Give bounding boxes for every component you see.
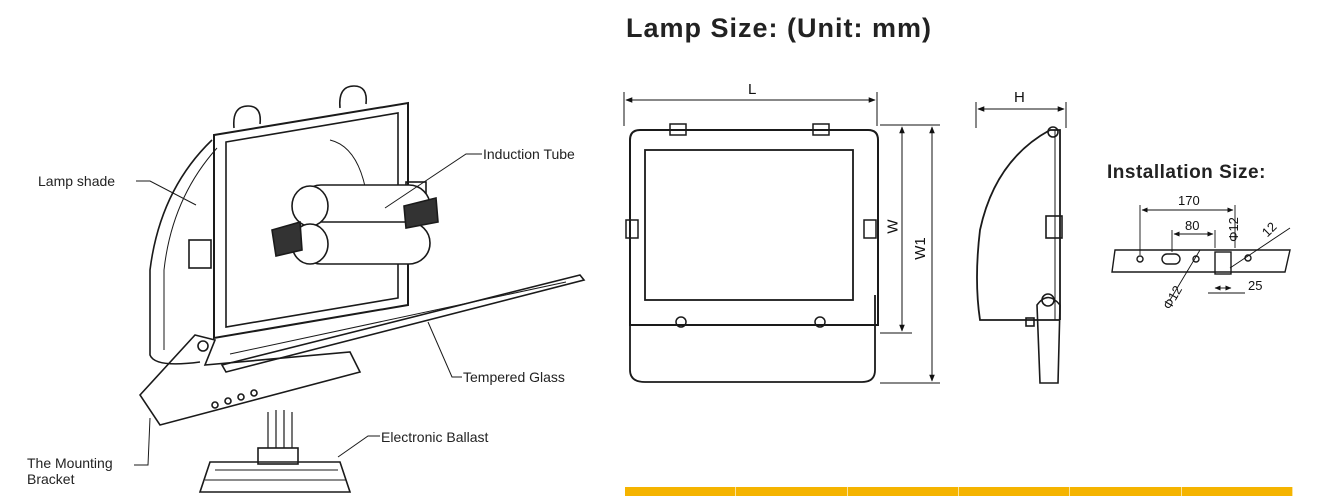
installation-dimensions	[1139, 205, 1291, 301]
spec-table-header-cell	[1070, 487, 1182, 496]
spec-table-header	[625, 487, 1293, 496]
callout-mounting-bracket-line2: Bracket	[27, 471, 75, 487]
installation-dim-80: 80	[1185, 218, 1200, 233]
dimension-label-width: W	[884, 219, 902, 234]
spec-table-header-cell	[959, 487, 1071, 496]
installation-dim-170: 170	[1178, 193, 1200, 208]
callout-mounting-bracket-line1: The Mounting	[27, 455, 113, 471]
installation-dim-hole-top: Φ12	[1225, 217, 1241, 242]
callout-induction-tube: Induction Tube	[483, 146, 575, 162]
front-view-drawing	[625, 123, 879, 383]
exploded-lamp-illustration	[134, 85, 586, 493]
side-view-drawing	[976, 126, 1063, 384]
spec-table-header-cell	[625, 487, 737, 496]
callout-lamp-shade: Lamp shade	[38, 173, 116, 189]
spec-table-header-cell	[1182, 487, 1293, 496]
page-title: Lamp Size: (Unit: mm)	[626, 13, 933, 43]
side-view-dimensions	[975, 102, 1067, 128]
installation-size-title: Installation Size:	[1107, 162, 1266, 183]
dimension-label-width-total: W1	[911, 237, 929, 260]
spec-table-header-cell	[848, 487, 959, 496]
front-view-dimensions	[623, 92, 940, 384]
installation-bracket-drawing	[1111, 249, 1291, 275]
installation-dim-25: 25	[1248, 278, 1263, 293]
spec-table-header-cell	[736, 487, 848, 496]
dimension-label-length: L	[748, 81, 757, 98]
callout-electronic-ballast: Electronic Ballast	[381, 429, 489, 445]
dimension-label-height: H	[1014, 89, 1025, 106]
callout-tempered-glass: Tempered Glass	[463, 369, 565, 385]
